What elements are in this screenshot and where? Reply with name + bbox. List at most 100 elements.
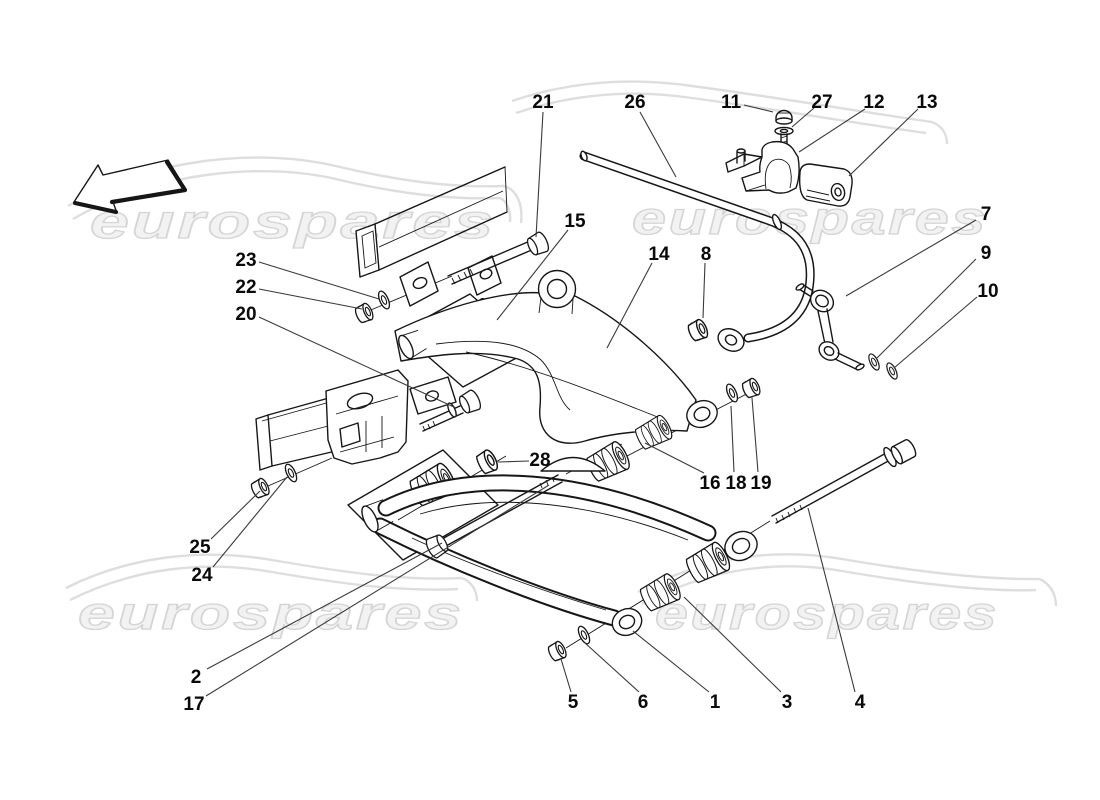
watermark-layer: eurospares eurospares eurospares eurospa… (65, 80, 1058, 640)
leader-line-14 (606, 262, 653, 349)
leader-line-10 (893, 296, 978, 369)
drop-link-rod (817, 308, 834, 345)
part-callout-11[interactable]: 11 (721, 92, 742, 113)
clamp-washer-27 (774, 126, 794, 136)
leader-line-7 (845, 219, 977, 297)
washer-10 (884, 360, 900, 382)
part-callout-22[interactable]: 22 (235, 277, 256, 298)
watermark-text-bottom-right: eurospares (655, 587, 999, 639)
part-callout-2[interactable]: 2 (191, 667, 202, 688)
leader-line-22 (258, 288, 363, 310)
leader-line-25 (210, 490, 261, 540)
leader-line-15 (496, 229, 569, 321)
leader-line-4 (807, 507, 856, 693)
leader-line-8 (702, 262, 706, 319)
part-callout-28[interactable]: 28 (529, 450, 550, 471)
clamp-12 (725, 140, 800, 194)
leader-line-27 (791, 107, 815, 128)
bush-panel-lower (347, 449, 499, 561)
pivot-bolt-20 (419, 387, 484, 432)
part-callout-25[interactable]: 25 (189, 537, 211, 558)
leader-line-26 (639, 111, 677, 178)
part-callout-27[interactable]: 27 (811, 92, 832, 113)
nut-8 (685, 317, 711, 344)
watermark-text-top-left: eurospares (90, 196, 496, 249)
leader-line-20 (258, 316, 457, 409)
upper-wishbone-front-tube (398, 329, 427, 360)
car-swoosh-bottom-left (65, 553, 479, 602)
part-callout-19[interactable]: 19 (750, 473, 771, 494)
part-callout-7[interactable]: 7 (981, 204, 992, 225)
part-callout-3[interactable]: 3 (782, 692, 793, 713)
part-callout-1[interactable]: 1 (710, 692, 721, 713)
part-callout-15[interactable]: 15 (564, 211, 586, 232)
part-callout-24[interactable]: 24 (191, 565, 213, 586)
upper-wishbone (394, 269, 718, 444)
part-callout-20[interactable]: 20 (235, 304, 256, 325)
ring-28 (475, 449, 498, 475)
part-callout-16[interactable]: 16 (699, 473, 720, 494)
lower-wishbone-bottom-eye (611, 607, 643, 637)
nut-25 (248, 476, 272, 501)
part-callout-12[interactable]: 12 (863, 92, 884, 113)
nut-19 (739, 376, 763, 401)
part-callout-6[interactable]: 6 (638, 692, 649, 713)
part-callout-10[interactable]: 10 (977, 281, 998, 302)
leader-line-2 (206, 542, 443, 670)
part-callout-26[interactable]: 26 (624, 92, 645, 113)
drop-link-ball-joint (809, 289, 835, 313)
leader-line-24 (212, 476, 288, 568)
upper-wishbone-rear-eye (686, 399, 718, 429)
part-callout-8[interactable]: 8 (701, 244, 712, 265)
chassis-rail-upper (355, 166, 508, 307)
leader-line-28 (497, 460, 530, 463)
part-callout-14[interactable]: 14 (648, 244, 670, 265)
bush-seat-hump (540, 456, 606, 472)
leader-line-1 (632, 630, 710, 693)
part-callout-23[interactable]: 23 (235, 250, 256, 271)
washer-23 (375, 288, 393, 312)
bolt-17 (423, 474, 563, 561)
clamp-bolt-11 (775, 109, 793, 125)
lower-wishbone-rear-eye (724, 530, 758, 562)
nut-22 (352, 301, 376, 326)
bar-bush-13 (798, 163, 853, 207)
pivot-bolt-21 (447, 229, 552, 285)
leader-line-13 (848, 108, 919, 177)
part-callout-9[interactable]: 9 (981, 243, 992, 264)
anti-roll-bar (579, 150, 815, 352)
washer-6 (575, 623, 593, 647)
bar-collar (771, 213, 783, 231)
leader-line-21 (535, 111, 544, 238)
drop-link (795, 283, 900, 382)
leader-line-3 (683, 596, 782, 693)
direction-arrow (72, 159, 188, 215)
drop-link-lower-bush (818, 341, 840, 361)
nut-5 (545, 639, 569, 664)
part-callout-5[interactable]: 5 (568, 692, 579, 713)
leader-line-12 (798, 108, 866, 153)
car-swoosh-top-right (511, 80, 949, 145)
anti-roll-bar-eye (717, 328, 745, 352)
lower-wishbone (361, 456, 758, 637)
part-callout-18[interactable]: 18 (725, 473, 746, 494)
part-callout-4[interactable]: 4 (855, 692, 866, 713)
watermark-text-bottom-left: eurospares (78, 587, 464, 639)
leader-line-11 (743, 104, 774, 113)
leader-line-19 (751, 397, 759, 473)
part-callout-21[interactable]: 21 (532, 92, 554, 113)
leader-line-18 (730, 405, 735, 473)
leader-line-6 (584, 642, 640, 693)
leader-line-5 (560, 658, 572, 693)
chassis-rail-lower (255, 369, 457, 471)
lower-wishbone-front-tube (361, 499, 394, 533)
hat-bracket (325, 369, 409, 465)
leader-line-17 (205, 484, 550, 697)
part-callout-17[interactable]: 17 (183, 694, 204, 715)
clamp-side-stud (736, 148, 746, 164)
washer-24 (282, 461, 300, 485)
part-callout-13[interactable]: 13 (916, 92, 937, 113)
